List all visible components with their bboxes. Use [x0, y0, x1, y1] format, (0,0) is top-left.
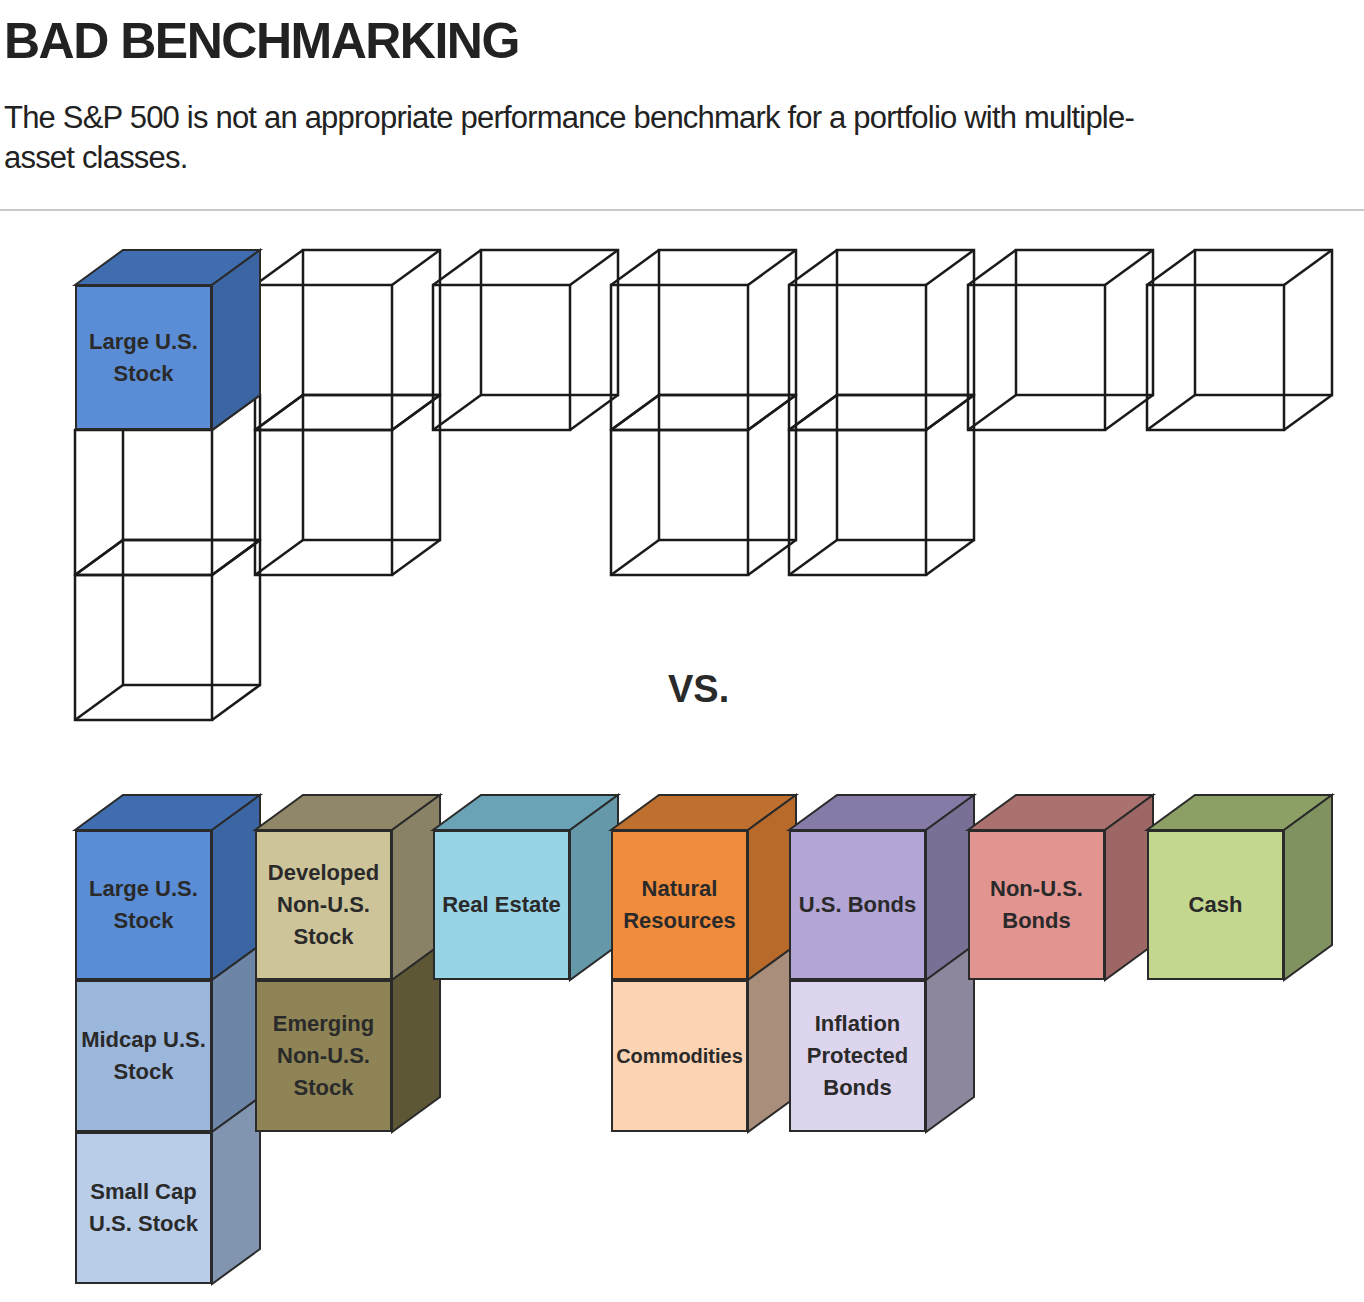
empty-cube	[75, 540, 123, 575]
asset-label: Commodities	[616, 1040, 743, 1072]
asset-label: Emerging Non-U.S. Stock	[260, 1008, 387, 1104]
empty-cube	[303, 250, 440, 395]
empty-cube	[1147, 395, 1195, 430]
asset-cube: Developed Non-U.S. Stock	[255, 830, 392, 980]
empty-cube	[75, 540, 123, 575]
empty-cube	[748, 250, 796, 285]
empty-cube	[392, 540, 440, 575]
empty-cube	[255, 395, 303, 430]
empty-cube	[968, 395, 1016, 430]
empty-cube	[1147, 285, 1284, 430]
empty-cube	[611, 395, 659, 430]
asset-label: Non-U.S. Bonds	[973, 873, 1100, 937]
empty-cube	[433, 285, 570, 430]
asset-cube: Emerging Non-U.S. Stock	[255, 980, 392, 1132]
asset-cube: Real Estate	[433, 830, 570, 980]
empty-cube	[611, 395, 659, 430]
title: BAD BENCHMARKING	[4, 12, 519, 70]
empty-cube	[212, 540, 260, 575]
asset-cube: Large U.S. Stock	[75, 830, 212, 980]
asset-label: Midcap U.S. Stock	[80, 1024, 207, 1088]
asset-cube: Small Cap U.S. Stock	[75, 1132, 212, 1284]
empty-cube	[303, 395, 440, 540]
empty-cube	[837, 395, 974, 540]
empty-cube	[1284, 395, 1332, 430]
empty-cube	[611, 430, 748, 575]
empty-cube	[789, 395, 837, 430]
asset-label: Cash	[1189, 889, 1243, 921]
empty-cube	[789, 250, 837, 285]
empty-cube	[659, 250, 796, 395]
cube-side	[1105, 795, 1153, 980]
asset-cube: Non-U.S. Bonds	[968, 830, 1105, 980]
empty-cube	[433, 250, 481, 285]
empty-cube	[1284, 250, 1332, 285]
empty-cube	[255, 395, 303, 430]
empty-cube	[433, 395, 481, 430]
asset-cube: Natural Resources	[611, 830, 748, 980]
empty-cube	[75, 575, 212, 720]
asset-label: Real Estate	[442, 889, 561, 921]
vs-label: VS.	[668, 668, 729, 711]
cube-side	[926, 945, 974, 1132]
cube-side	[212, 1097, 260, 1284]
empty-cube	[789, 540, 837, 575]
empty-cube	[968, 285, 1105, 430]
asset-label: Inflation Protected Bonds	[794, 1008, 921, 1104]
empty-cube	[212, 540, 260, 575]
empty-cube	[392, 250, 440, 285]
asset-cube: Cash	[1147, 830, 1284, 980]
empty-cube	[123, 540, 260, 685]
asset-label: Large U.S. Stock	[80, 873, 207, 937]
empty-cube	[1195, 250, 1332, 395]
divider-rule	[0, 209, 1364, 211]
empty-cube	[255, 430, 392, 575]
empty-cube	[611, 250, 659, 285]
empty-cube	[75, 685, 123, 720]
empty-cube	[570, 250, 618, 285]
asset-cube: Midcap U.S. Stock	[75, 980, 212, 1132]
cube-side	[1284, 795, 1332, 980]
empty-cube	[75, 430, 212, 575]
cube-side	[212, 250, 260, 430]
asset-cube: Inflation Protected Bonds	[789, 980, 926, 1132]
asset-cube: Large U.S. Stock	[75, 285, 212, 430]
asset-label: U.S. Bonds	[799, 889, 916, 921]
empty-cube	[255, 540, 303, 575]
empty-cube	[926, 250, 974, 285]
asset-cube: Commodities	[611, 980, 748, 1132]
asset-label: Developed Non-U.S. Stock	[260, 857, 387, 953]
empty-cube	[789, 285, 926, 430]
empty-cube	[968, 250, 1016, 285]
empty-cube	[255, 285, 392, 430]
empty-cube	[659, 395, 796, 540]
empty-cube	[1147, 250, 1195, 285]
empty-cube	[789, 430, 926, 575]
asset-label: Large U.S. Stock	[80, 326, 207, 390]
empty-cube	[611, 540, 659, 575]
empty-cube	[837, 250, 974, 395]
empty-cube	[611, 285, 748, 430]
asset-label: Natural Resources	[616, 873, 743, 937]
empty-cube	[481, 250, 618, 395]
empty-cube	[1105, 250, 1153, 285]
asset-cube: U.S. Bonds	[789, 830, 926, 980]
empty-cube	[255, 250, 303, 285]
caption: The S&P 500 is not an appropriate perfor…	[4, 98, 1184, 178]
empty-cube	[1016, 250, 1153, 395]
empty-cube	[212, 685, 260, 720]
empty-cube	[789, 395, 837, 430]
asset-label: Small Cap U.S. Stock	[80, 1176, 207, 1240]
empty-cube	[926, 540, 974, 575]
